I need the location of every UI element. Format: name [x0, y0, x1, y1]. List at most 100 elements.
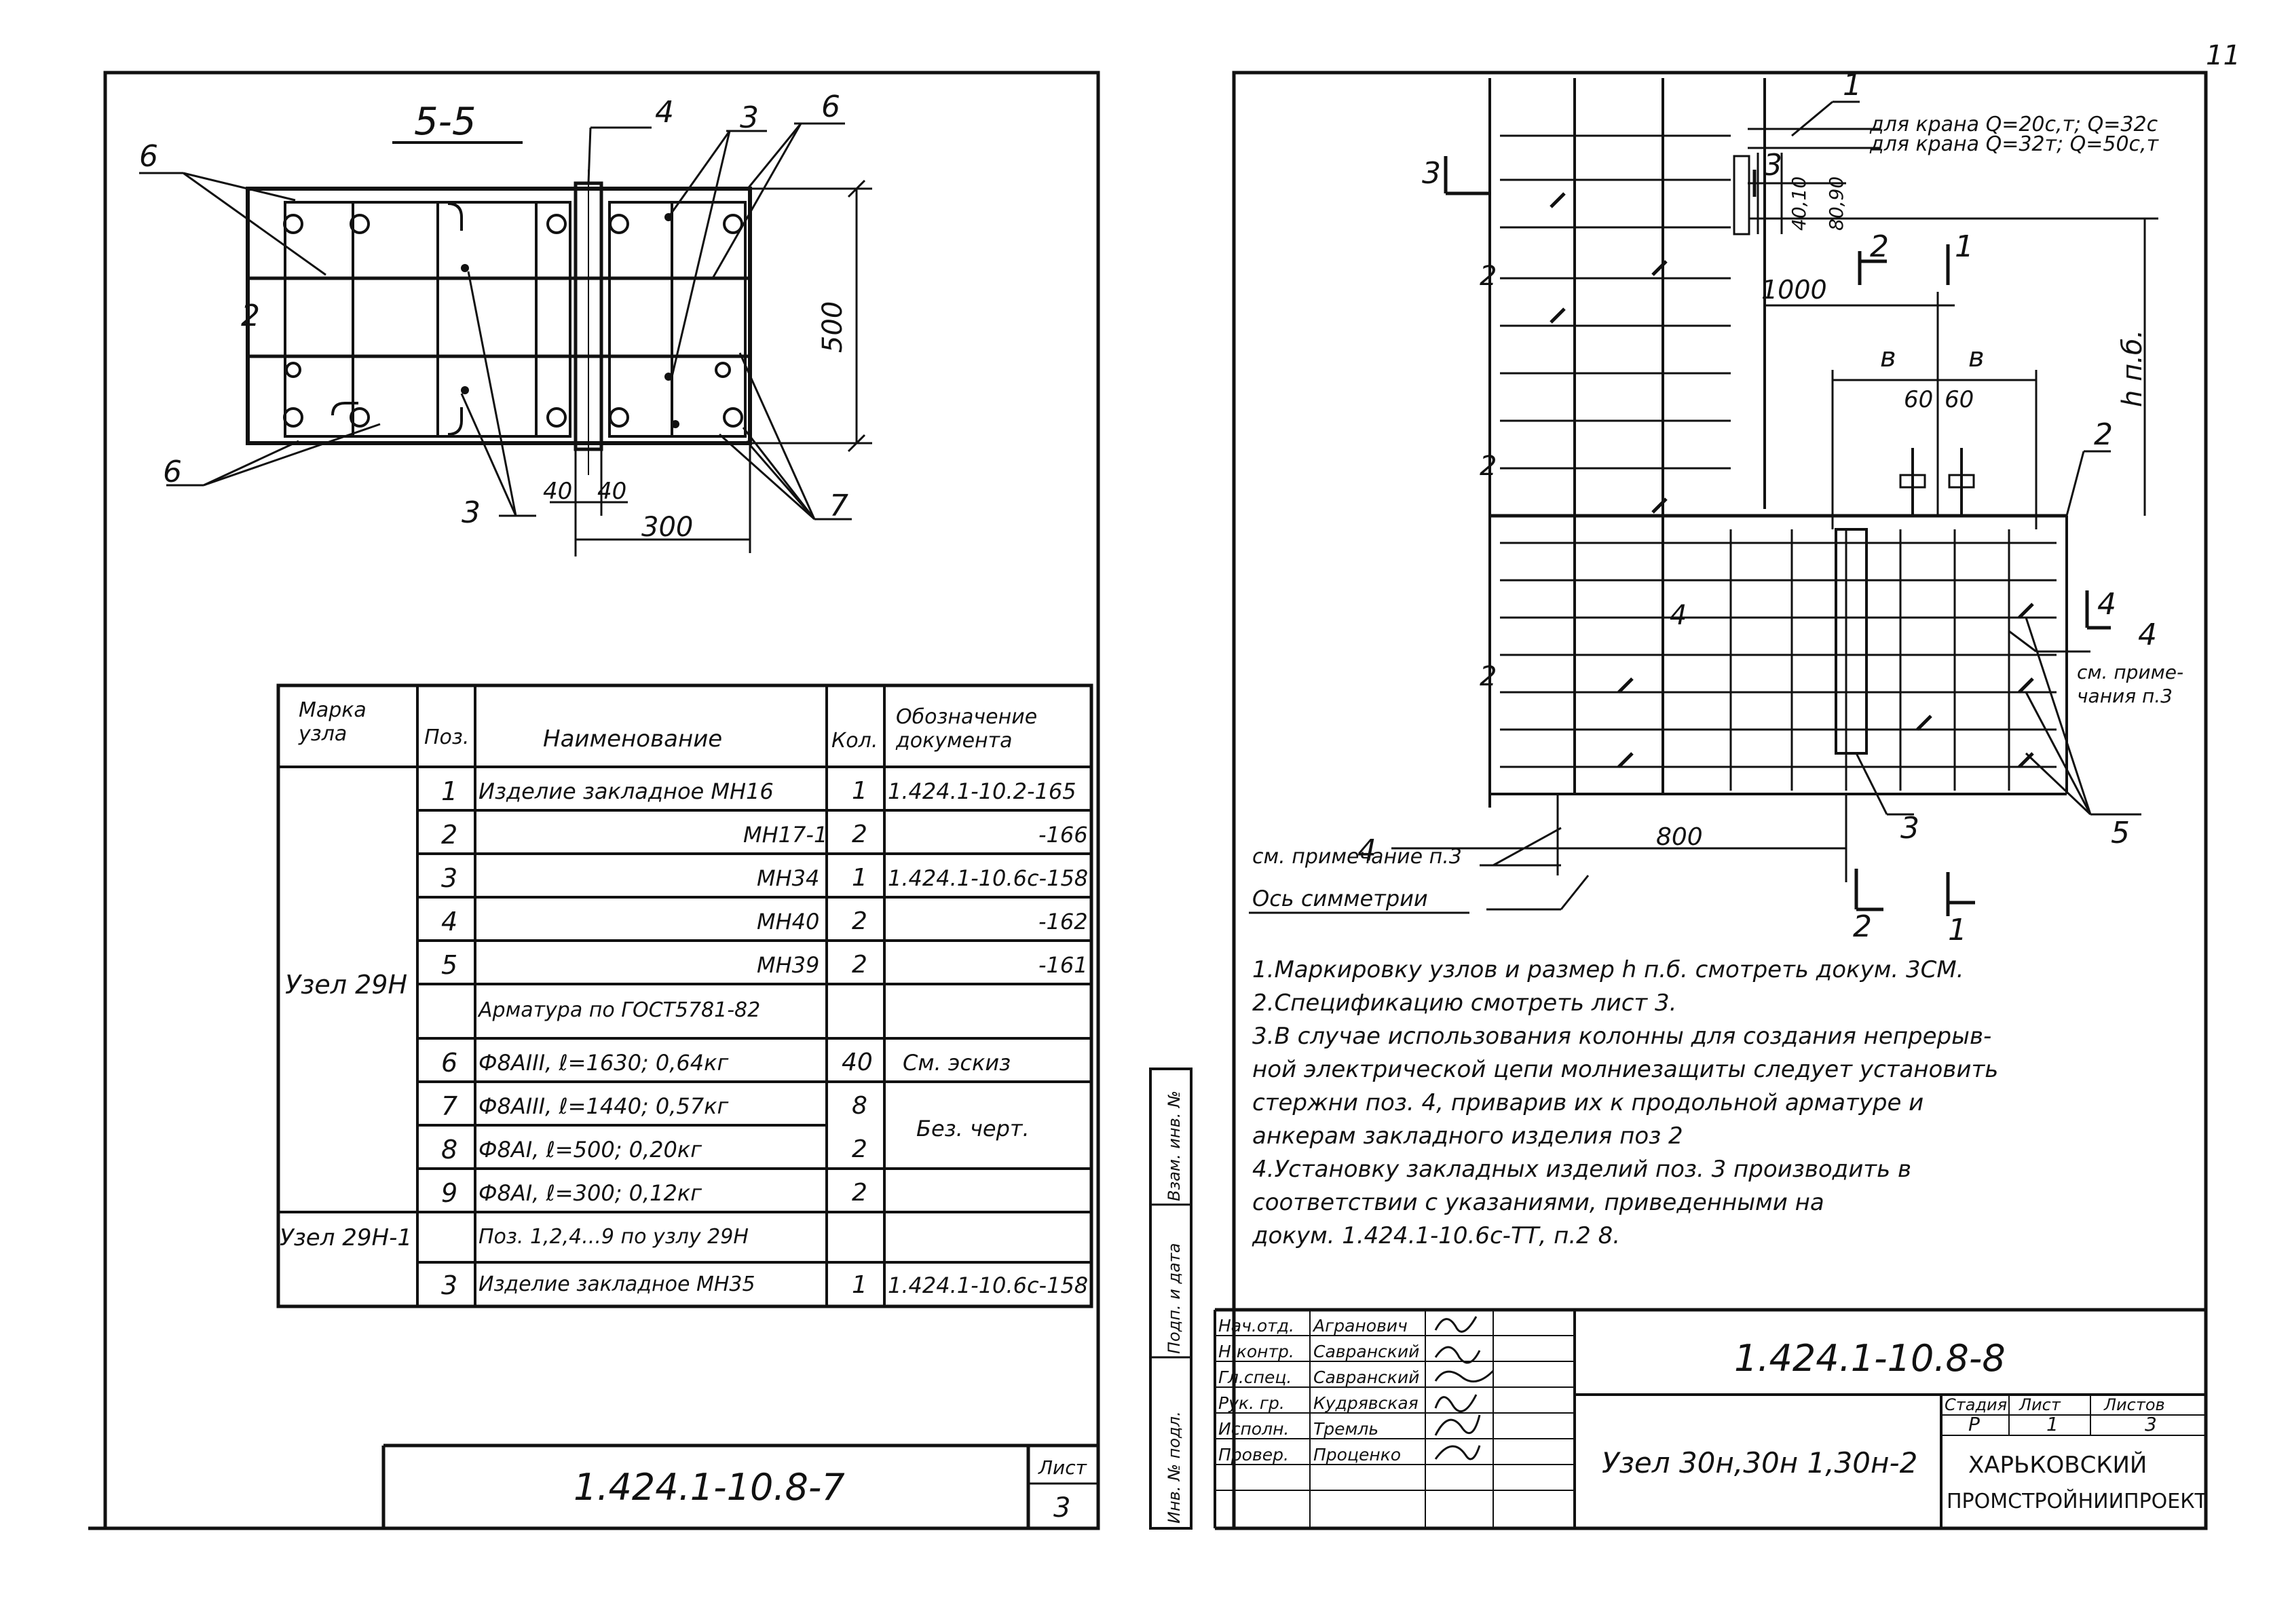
svg-text:60: 60 — [1904, 386, 1933, 413]
svg-text:2: 2 — [2094, 417, 2113, 452]
row-qty: 1 — [852, 1271, 867, 1299]
svg-text:Рук. гр.: Рук. гр. — [1218, 1393, 1285, 1413]
svg-text:1: 1 — [1843, 68, 1862, 102]
row-doc: 1.424.1-10.2-165 — [888, 778, 1076, 804]
svg-text:800: 800 — [1656, 823, 1703, 851]
row-qty: 2 — [852, 907, 867, 935]
row-pos: 9 — [441, 1178, 458, 1208]
dim-40-left: 40 — [543, 478, 572, 505]
row-qty: 1 — [852, 777, 867, 805]
svg-text:4: 4 — [1670, 600, 1687, 631]
left-dimensions — [550, 179, 872, 556]
row-name: МН40 — [757, 909, 820, 934]
svg-text:2: 2 — [1853, 909, 1872, 944]
note-line: 4.Установку закладных изделий поз. 3 про… — [1252, 1156, 1911, 1183]
general-notes: 1.Маркировку узлов и размер h п.б. смотр… — [1252, 953, 2223, 1253]
row-pos: 6 — [441, 1048, 458, 1078]
row-name: Изделие закладное МН16 — [478, 778, 774, 804]
org-line-2: ПРОМСТРОЙНИИПРОЕКТ — [1947, 1489, 2208, 1513]
side-strip-inv: Инв. № подл. — [1165, 1411, 1184, 1524]
right-stamp-grid — [1214, 1308, 2206, 1528]
left-stamp-sheet-label: Лист — [1038, 1456, 1087, 1479]
row-qty: 2 — [852, 1179, 867, 1207]
section-mark-numbers: 3 3 2 1 4 4 2 1 — [1422, 148, 2116, 947]
left-callout-numbers: 6 4 3 6 2 6 3 7 — [139, 90, 848, 530]
row-name: МН34 — [757, 865, 820, 891]
stage-label: Стадия — [1945, 1395, 2007, 1414]
sheets-label: Листов — [2103, 1395, 2165, 1414]
row-doc: -166 — [1038, 822, 1088, 848]
svg-text:6: 6 — [821, 90, 840, 124]
dim-500: 500 — [817, 301, 848, 353]
row-name: Ф8АI, ℓ=300; 0,12кг — [478, 1180, 702, 1206]
stamp-people: Нач.отд. Агранович Н.контр. Савранский Г… — [1218, 1316, 1419, 1465]
note-line: анкерам закладного изделия поз 2 — [1252, 1122, 1683, 1150]
row-qty: 2 — [852, 820, 867, 848]
row-pos: 3 — [441, 863, 458, 893]
svg-text:в: в — [1968, 342, 1985, 373]
page-number: 11 — [2206, 40, 2240, 71]
right-sheet-frame — [1149, 71, 2208, 1530]
left-stamp-sheet: 3 — [1053, 1492, 1070, 1524]
svg-text:h п.б.: h п.б. — [2117, 330, 2148, 407]
note-line: ной электрической цепи молниезащиты след… — [1252, 1056, 1999, 1083]
svg-text:4: 4 — [2097, 587, 2116, 622]
row-name: Ф8АIII, ℓ=1630; 0,64кг — [478, 1050, 729, 1076]
header-qty: Кол. — [831, 729, 878, 753]
svg-text:4: 4 — [1357, 833, 1376, 868]
row-qty: 1 — [852, 864, 867, 892]
section-5-5-drawing — [246, 170, 752, 475]
svg-text:2: 2 — [1480, 661, 1497, 692]
svg-text:Агранович: Агранович — [1312, 1316, 1408, 1336]
svg-text:6: 6 — [139, 139, 158, 174]
spec-table-grid — [276, 683, 1093, 1308]
signatures-icon — [1434, 1316, 1495, 1460]
row-qty: 8 — [852, 1092, 867, 1120]
note-line: стержни поз. 4, приварив их к продольной… — [1252, 1089, 1924, 1116]
row-pos: 4 — [441, 907, 458, 937]
svg-text:Проценко: Проценко — [1313, 1445, 1401, 1465]
right-stamp-designation: 1.424.1-10.8-8 — [1734, 1337, 2006, 1380]
row-doc: -161 — [1038, 952, 1088, 978]
org-line-1: ХАРЬКОВСКИЙ — [1968, 1451, 2147, 1479]
sheet-label: Лист — [2019, 1395, 2061, 1414]
right-leaders — [1480, 100, 2141, 867]
svg-text:Нач.отд.: Нач.отд. — [1218, 1316, 1294, 1336]
left-stamp-frame — [381, 1443, 1098, 1528]
svg-text:2: 2 — [241, 299, 260, 333]
right-stamp-title: Узел 30н,30н 1,30н-2 — [1602, 1446, 1917, 1479]
svg-text:1000: 1000 — [1761, 275, 1827, 305]
svg-text:Савранский: Савранский — [1313, 1367, 1419, 1387]
right-callout-numbers: 1 2 2 2 2 4 4 3 5 — [1357, 68, 2157, 868]
stage-value: Р — [1968, 1413, 1980, 1435]
group-29n: Узел 29Н — [285, 970, 408, 1000]
dim-40-right: 40 — [597, 478, 626, 505]
svg-text:в: в — [1880, 342, 1896, 373]
svg-text:6: 6 — [163, 455, 182, 489]
svg-text:2: 2 — [1870, 229, 1889, 264]
row-pos: 2 — [441, 820, 458, 850]
crane-note-1: для крана Q=20с,т; Q=32с — [1869, 113, 2158, 136]
svg-text:Н.контр.: Н.контр. — [1218, 1342, 1294, 1361]
row-pos: 7 — [441, 1091, 458, 1121]
side-strip-sign: Подп. и дата — [1165, 1243, 1184, 1355]
row-doc: 1.424.1-10.6с-158 — [888, 865, 1089, 891]
sheets-value: 3 — [2145, 1413, 2157, 1435]
note-line: докум. 1.424.1-10.6с-ТТ, п.2 8. — [1252, 1222, 1621, 1249]
sheet-value: 1 — [2046, 1413, 2059, 1435]
svg-text:3: 3 — [1900, 811, 1919, 846]
svg-text:Гл.спец.: Гл.спец. — [1218, 1367, 1292, 1387]
label-axis-symmetry: Ось симметрии — [1252, 886, 1428, 911]
svg-text:5: 5 — [2111, 816, 2130, 850]
svg-text:Савранский: Савранский — [1313, 1342, 1419, 1361]
note-line: 3.В случае использования колонны для соз… — [1252, 1023, 1992, 1050]
group-29n-1: Узел 29Н-1 — [280, 1224, 412, 1251]
right-dimensions — [1391, 128, 2158, 882]
header-name: Наименование — [543, 725, 723, 753]
left-stamp-designation: 1.424.1-10.8-7 — [574, 1466, 845, 1509]
row-pos: 3 — [441, 1270, 458, 1300]
svg-text:Провер.: Провер. — [1218, 1445, 1289, 1465]
